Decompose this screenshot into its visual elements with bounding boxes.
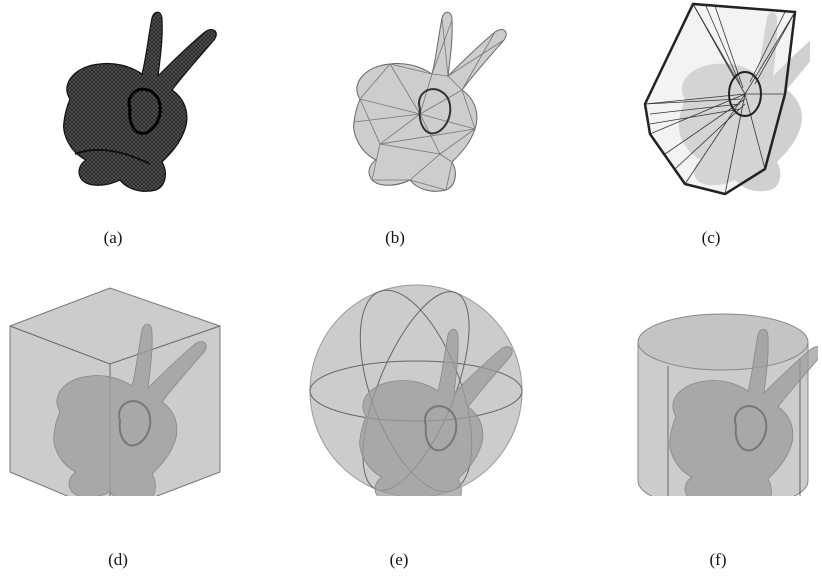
caption-e: (e) (369, 550, 429, 570)
caption-f: (f) (688, 550, 748, 570)
bunny-bounding-sphere-image (296, 276, 536, 496)
caption-d: (d) (88, 550, 148, 570)
panel-e (296, 276, 536, 496)
panel-d (0, 276, 240, 496)
bunny-dense-mesh-image (10, 0, 250, 220)
bunny-coarse-mesh-image (290, 0, 530, 220)
panel-b (290, 0, 530, 220)
caption-a: (a) (83, 228, 143, 248)
caption-c: (c) (681, 228, 741, 248)
panel-a (10, 0, 250, 220)
bunny-bounding-cylinder-image (578, 276, 818, 496)
bunny-convex-hull-image (570, 0, 810, 220)
panel-c (570, 0, 810, 220)
bunny-bounding-box-image (0, 276, 240, 496)
panel-f (578, 276, 818, 496)
caption-b: (b) (365, 228, 425, 248)
